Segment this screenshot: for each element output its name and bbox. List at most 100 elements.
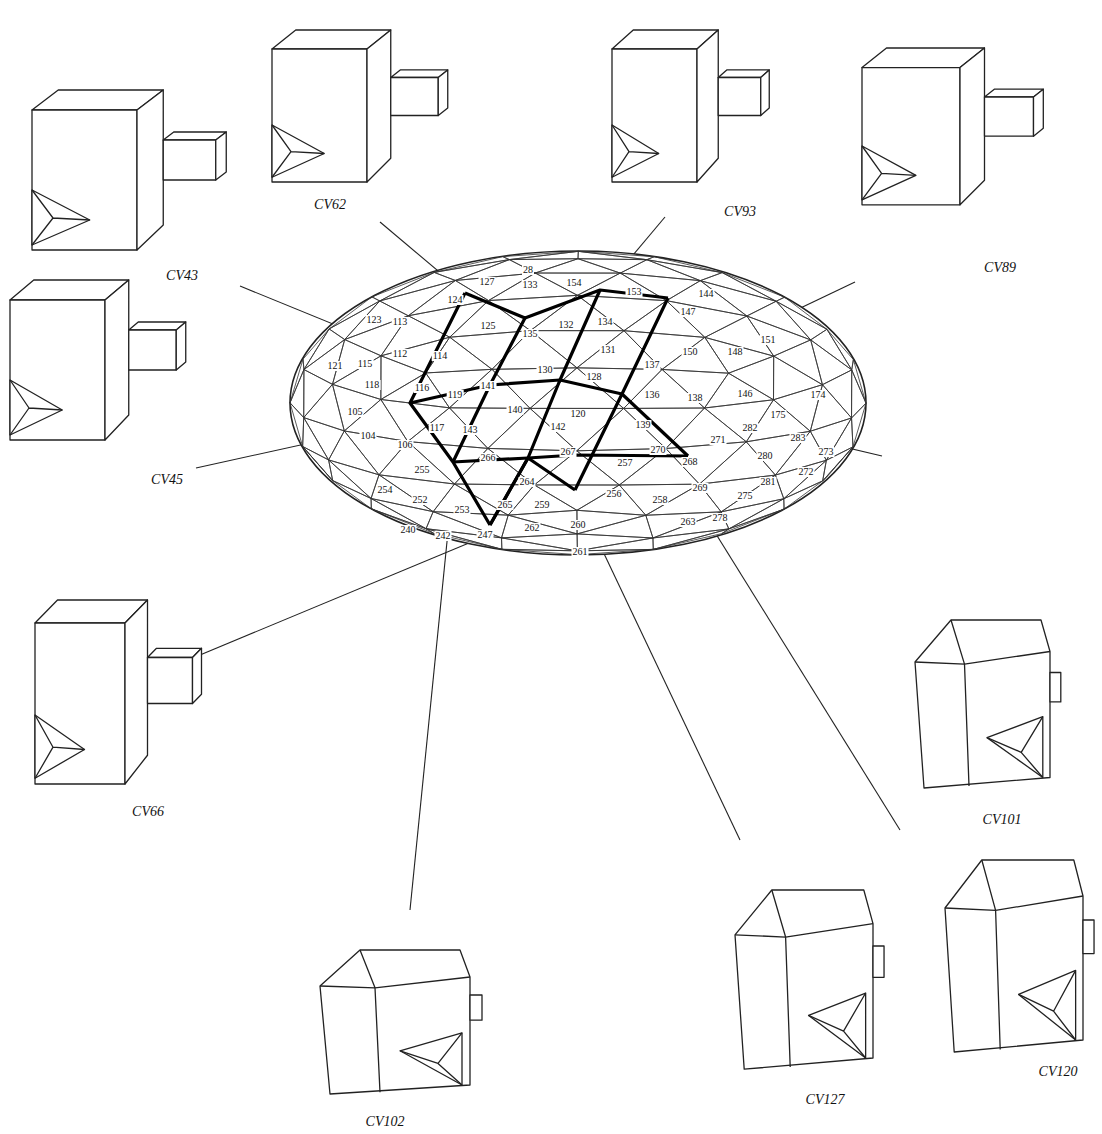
view-label: CV93 (722, 205, 758, 219)
object-edge (400, 1033, 462, 1085)
object-edge (612, 125, 659, 177)
facet-number: 138 (687, 393, 704, 403)
facet-number: 259 (534, 500, 551, 510)
sphere-facet (646, 512, 721, 538)
facet-number: 28 (522, 265, 534, 275)
object-view (945, 860, 1094, 1052)
sphere-facet (722, 273, 784, 302)
facet-number: 119 (447, 390, 464, 400)
facet-number: 269 (692, 483, 709, 493)
facet-number: 124 (447, 295, 464, 305)
sphere-facet (852, 403, 866, 447)
sphere-facet (372, 272, 434, 301)
object-view (862, 48, 1043, 205)
leader-line (200, 528, 505, 655)
object-view (10, 280, 186, 440)
view-label: CV45 (149, 473, 185, 487)
facet-number: 153 (626, 287, 643, 297)
sphere-facet (332, 384, 380, 431)
object-edge (35, 623, 125, 784)
facet-number: 133 (522, 280, 539, 290)
object-edge (320, 950, 470, 1092)
object-edge (367, 30, 391, 182)
facet-number: 280 (757, 451, 774, 461)
sphere-facet (784, 460, 827, 499)
facet-number: 275 (737, 491, 754, 501)
object-view (320, 950, 482, 1094)
facet-number: 147 (680, 307, 697, 317)
facet-number: 113 (392, 317, 409, 327)
sphere-facet (329, 431, 379, 475)
object-edge (216, 132, 227, 180)
object-edge (987, 717, 1043, 778)
facet-number: 263 (680, 517, 697, 527)
object-edge (10, 380, 62, 435)
leader-lines (196, 217, 900, 910)
sphere-facet (426, 529, 502, 550)
object-edge (809, 993, 866, 1058)
facet-number: 154 (566, 278, 583, 288)
facet-number: 143 (462, 425, 479, 435)
object-edge (125, 600, 148, 784)
facet-number: 151 (760, 335, 777, 345)
object-edge (960, 48, 985, 205)
object-edge (163, 140, 215, 180)
object-edge (1019, 970, 1076, 1040)
sphere-facet (577, 515, 653, 538)
lattice-line (490, 458, 575, 525)
object-edge (35, 715, 85, 778)
sphere-facet (530, 295, 624, 330)
sphere-facet (502, 534, 578, 551)
sphere-facet (408, 301, 488, 338)
facet-number: 257 (617, 458, 634, 468)
sphere-facet (329, 460, 379, 499)
object-edge (612, 125, 659, 177)
sphere-facet (509, 259, 578, 273)
facet-number: 120 (570, 409, 587, 419)
facet-number: 255 (414, 465, 431, 475)
object-edge (272, 125, 324, 177)
sphere-facet (774, 340, 823, 385)
object-edge (137, 90, 163, 250)
object-edge (470, 995, 482, 1020)
sphere-facet (721, 475, 784, 512)
sphere-facet (303, 446, 333, 480)
facet-number: 283 (790, 433, 807, 443)
object-edge (438, 70, 448, 116)
lattice-line (453, 318, 525, 462)
object-edge (10, 380, 62, 435)
object-edge (809, 993, 866, 1058)
sphere-facet (646, 484, 721, 515)
facet-number: 272 (798, 467, 815, 477)
sphere-facet (503, 251, 579, 259)
sphere-facet (450, 331, 531, 370)
sphere-facet (776, 297, 827, 329)
sphere-facet (530, 331, 624, 368)
sphere-facet (290, 403, 304, 447)
view-label: CV120 (1037, 1065, 1080, 1079)
object-edge (1050, 673, 1061, 702)
facet-number: 267 (560, 447, 577, 457)
object-edge (985, 97, 1034, 136)
facet-number: 136 (644, 390, 661, 400)
object-edge (176, 322, 186, 370)
view-label: CV66 (130, 805, 166, 819)
facet-number: 118 (364, 380, 381, 390)
object-edge (761, 70, 770, 116)
facet-number: 174 (810, 390, 827, 400)
facet-number: 240 (400, 525, 417, 535)
object-edge (697, 30, 718, 182)
object-view (32, 90, 226, 250)
sphere-facet (852, 360, 866, 404)
facet-number: 278 (712, 513, 729, 523)
object-view (612, 30, 769, 182)
object-edge (193, 648, 202, 703)
facet-number: 262 (524, 523, 541, 533)
object-view (735, 890, 884, 1069)
object-edge (862, 68, 960, 205)
sphere-facet (304, 370, 333, 418)
facet-number: 252 (412, 495, 429, 505)
facet-number: 270 (650, 445, 667, 455)
facet-number: 144 (698, 289, 715, 299)
facet-number: 125 (480, 321, 497, 331)
